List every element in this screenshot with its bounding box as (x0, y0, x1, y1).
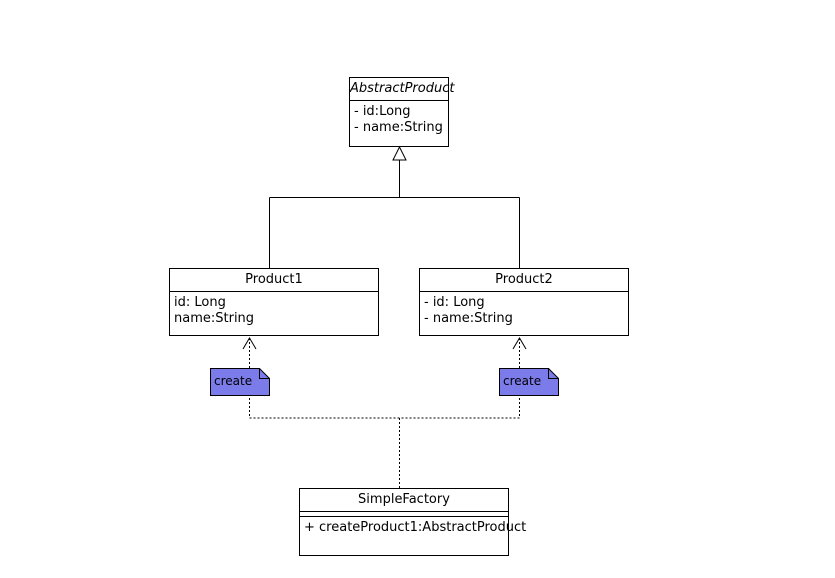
class-name: AbstractProduct (350, 78, 454, 101)
class-name: Product2 (420, 269, 628, 292)
attribute: - id: Long (424, 295, 485, 310)
dependency-arrowhead-product2 (512, 337, 527, 350)
note-create-right[interactable]: create (499, 368, 559, 396)
dependency-arrowhead-product1 (242, 337, 257, 350)
note-icon (210, 368, 270, 396)
note-icon (499, 368, 559, 396)
attribute-list: - id:Long - name:String (350, 101, 448, 136)
class-abstract-product[interactable]: AbstractProduct - id:Long - name:String (349, 77, 454, 147)
attribute-list: - id: Long - name:String (420, 292, 628, 327)
class-product1[interactable]: Product1 id: Long name:String (169, 268, 379, 336)
attribute: name:String (174, 311, 255, 326)
class-simple-factory[interactable]: SimpleFactory + createProduct1:AbstractP… (299, 488, 527, 556)
attribute: - name:String (354, 120, 443, 135)
class-name: SimpleFactory (300, 489, 508, 512)
note-label: create (503, 374, 542, 388)
attribute: id: Long (174, 295, 226, 310)
note-create-left[interactable]: create (210, 368, 270, 396)
generalization-arrowhead (392, 145, 407, 161)
class-product2[interactable]: Product2 - id: Long - name:String (419, 268, 629, 336)
attribute-list: id: Long name:String (170, 292, 378, 327)
operation-list: + createProduct1:AbstractProduct (300, 517, 527, 536)
attribute: - name:String (424, 311, 513, 326)
note-label: create (214, 374, 253, 388)
operation: + createProduct1:AbstractProduct (304, 520, 527, 535)
attribute: - id:Long (354, 104, 411, 119)
empty-attribute-compartment (300, 512, 508, 517)
class-name: Product1 (170, 269, 378, 292)
